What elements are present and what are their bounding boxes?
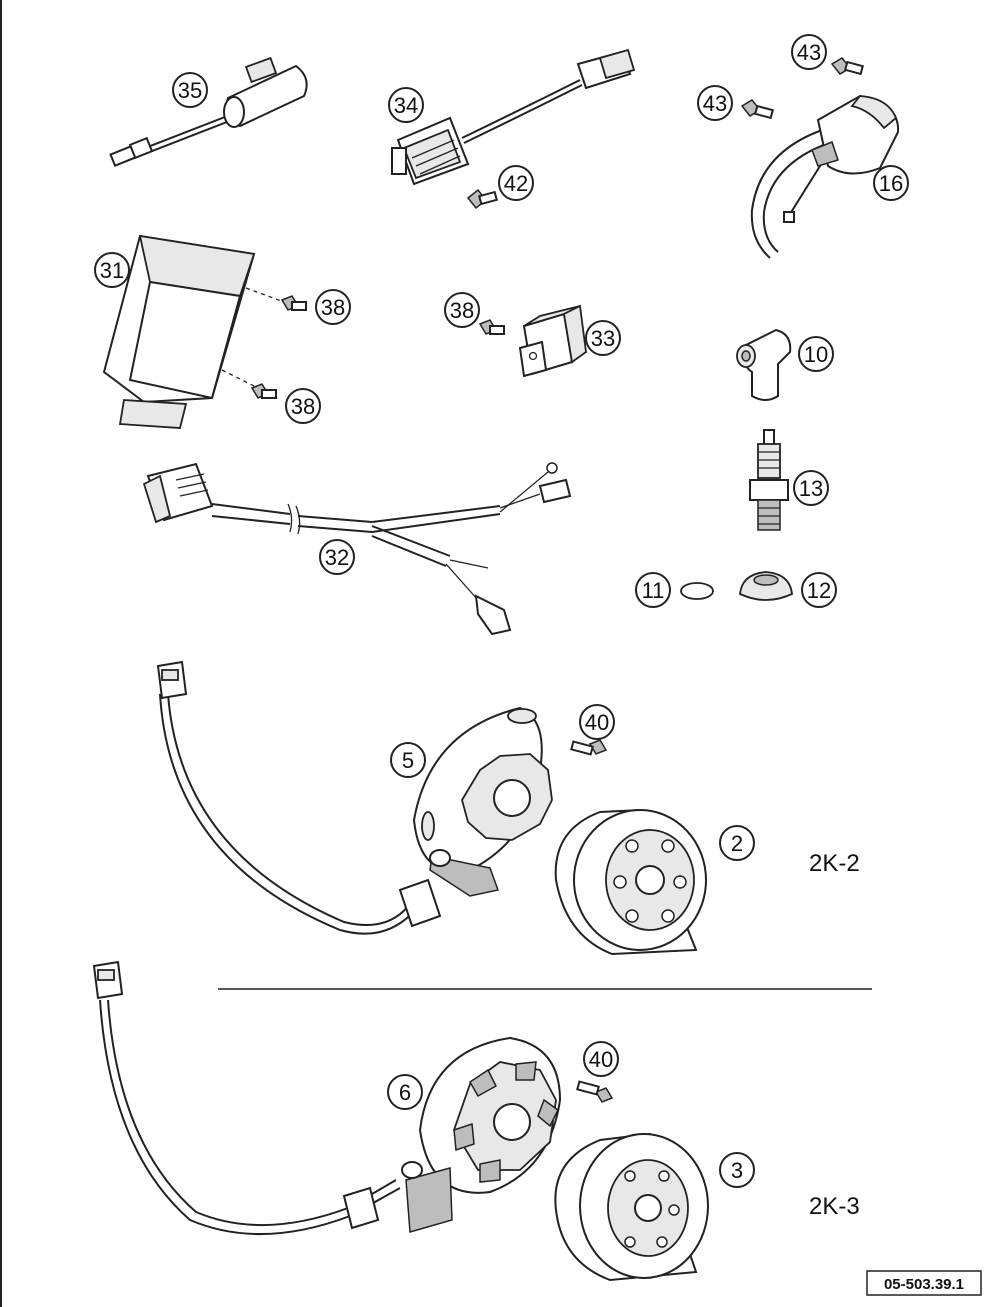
callout-42-label: 42	[504, 171, 528, 196]
reference-code: 05-503.39.1	[884, 1276, 964, 1293]
callout-38-a-label: 38	[321, 295, 345, 320]
callout-35-label: 35	[178, 78, 202, 103]
callout-31-label: 31	[100, 258, 124, 283]
part-5-stator-assembly	[156, 660, 553, 935]
part-38-screw-a	[280, 295, 307, 311]
variant-label-bottom: 2K-3	[809, 1193, 860, 1220]
callout-38-c-label: 38	[450, 298, 474, 323]
callout-11: 11	[635, 572, 671, 608]
part-43-screw-lower	[740, 99, 774, 120]
callout-33-label: 33	[591, 326, 615, 351]
part-12-washer	[739, 571, 793, 601]
part-2-flywheel	[554, 808, 707, 956]
callout-43-upper: 43	[791, 34, 827, 70]
callout-40-bottom-label: 40	[589, 1047, 613, 1072]
callout-35: 35	[172, 72, 208, 108]
part-33-bracket	[518, 304, 587, 378]
callout-32: 32	[319, 539, 355, 575]
part-13-spark-plug	[749, 429, 789, 531]
callout-34: 34	[388, 87, 424, 123]
callout-38-c: 38	[444, 292, 480, 328]
callout-38-b: 38	[285, 388, 321, 424]
callout-13: 13	[793, 470, 829, 506]
callout-10-label: 10	[804, 342, 828, 367]
callout-11-label: 11	[642, 578, 665, 603]
callout-40-top: 40	[579, 704, 615, 740]
callout-40-bottom: 40	[583, 1041, 619, 1077]
callout-5-label: 5	[402, 748, 414, 773]
callout-38-a: 38	[315, 289, 351, 325]
callout-43-lower: 43	[697, 85, 733, 121]
callout-12-label: 12	[807, 578, 831, 603]
part-32-wiring-harness	[142, 462, 572, 636]
callout-43-lower-label: 43	[703, 91, 727, 116]
callout-40-top-label: 40	[585, 710, 609, 735]
part-34-regulator	[391, 48, 636, 186]
callout-10: 10	[798, 336, 834, 372]
callout-38-b-label: 38	[291, 394, 315, 419]
callout-32-label: 32	[325, 545, 349, 570]
part-42-screw	[466, 188, 498, 210]
reference-code-box: 05-503.39.1	[866, 1270, 982, 1296]
callout-33: 33	[585, 320, 621, 356]
part-31-cdi-unit	[102, 234, 285, 429]
part-10-spark-plug-cap	[736, 328, 792, 401]
part-40-screw-bottom	[576, 1080, 614, 1103]
callout-6-label: 6	[399, 1080, 411, 1105]
callout-16-label: 16	[879, 171, 903, 196]
callout-34-label: 34	[394, 93, 418, 118]
callout-42: 42	[498, 165, 534, 201]
part-38-screw-c	[478, 319, 505, 335]
part-40-screw-top	[570, 739, 608, 756]
callout-2-label: 2	[731, 831, 743, 856]
part-3-flywheel	[554, 1132, 709, 1282]
callout-3-label: 3	[731, 1158, 743, 1183]
callout-31: 31	[94, 252, 130, 288]
part-38-screw-b	[250, 383, 277, 399]
callout-5: 5	[390, 742, 426, 778]
callout-3: 3	[719, 1152, 755, 1188]
callout-12: 12	[801, 572, 837, 608]
part-6-stator-assembly	[92, 960, 562, 1236]
part-35-capacitor	[109, 56, 308, 167]
variant-label-top: 2K-2	[809, 850, 860, 877]
part-16-ignition-coil	[750, 94, 900, 259]
callout-43-upper-label: 43	[797, 40, 821, 65]
part-43-screw-upper	[830, 57, 864, 76]
callout-13-label: 13	[799, 476, 823, 501]
callout-6: 6	[387, 1074, 423, 1110]
callout-16: 16	[873, 165, 909, 201]
part-11-o-ring	[680, 582, 714, 600]
callout-2: 2	[719, 825, 755, 861]
